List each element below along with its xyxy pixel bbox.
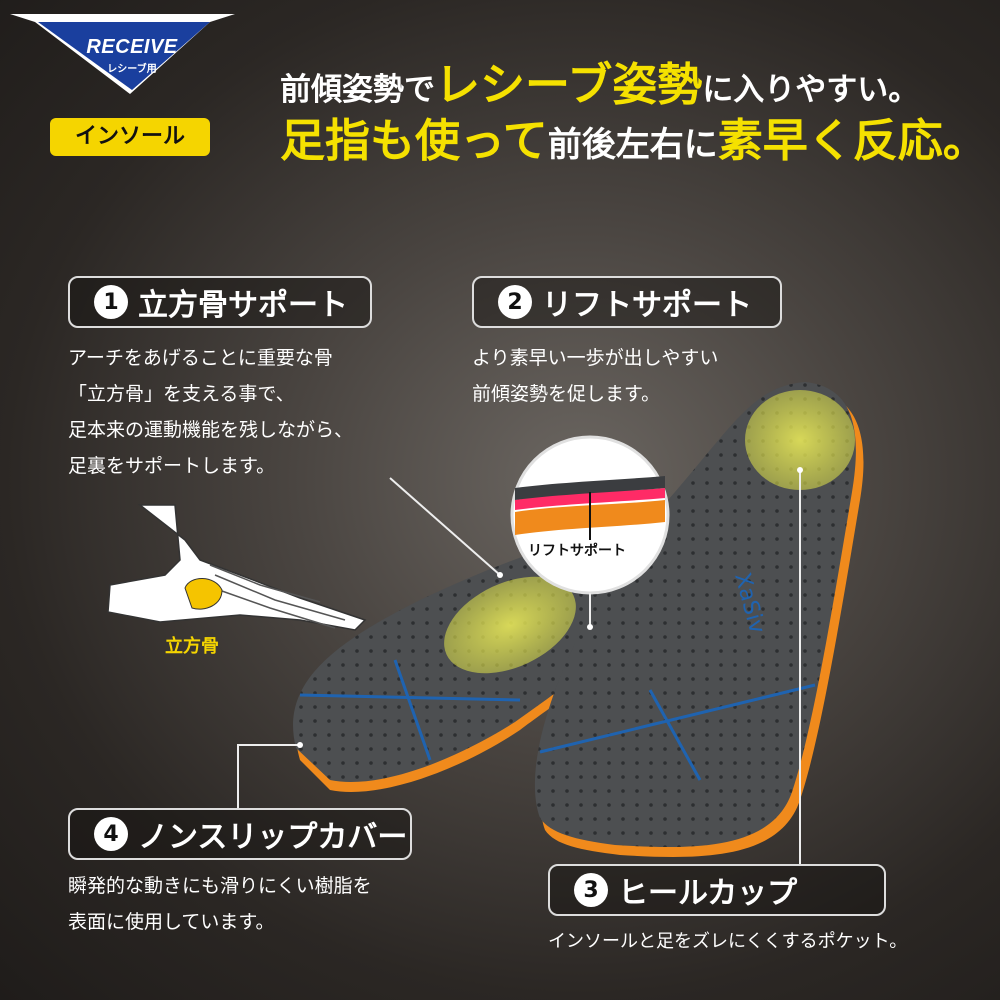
feature-2-desc: より素早い一歩が出しやすい 前傾姿勢を促します。	[472, 347, 719, 405]
feature-4-desc: 瞬発的な動きにも滑りにくい樹脂を 表面に使用しています。	[68, 875, 372, 933]
feature-1-desc: アーチをあげることに重要な骨 「立方骨」を支える事で、 足本来の運動機能を残しな…	[68, 347, 354, 477]
insole-tag: インソール	[50, 118, 210, 156]
feature-2-number: 2	[498, 285, 532, 319]
lift-support-callout	[510, 435, 670, 630]
headline1-part-a: 前傾姿勢で	[280, 72, 435, 108]
foot-skeleton-illustration	[107, 504, 367, 631]
leader-line-1	[389, 477, 501, 576]
headline1-part-c: に入りやすい。	[702, 72, 920, 108]
headline2-part-c: 素早く反応。	[717, 114, 988, 167]
feature-3-title-box: 3 ヒールカップ	[548, 864, 886, 916]
receive-badge	[10, 14, 235, 94]
receive-title: RECEIVE	[86, 36, 178, 58]
right-insole: XaSiv	[534, 382, 864, 857]
headline2-part-b: 前後左右に	[547, 125, 718, 165]
lift-callout-label: リフトサポート	[528, 543, 626, 559]
headline1-part-b: レシーブ姿勢	[435, 58, 703, 111]
feature-1-title: 立方骨サポート	[138, 288, 348, 323]
feature-3-number: 3	[574, 873, 608, 907]
receive-subtitle: レシーブ用	[107, 64, 157, 75]
headline-line1: 前傾姿勢でレシーブ姿勢に入りやすい。	[280, 48, 1000, 113]
feature-2-title: リフトサポート	[542, 288, 752, 323]
headline2-part-a: 足指も使って	[280, 114, 548, 167]
leader-line-4	[237, 744, 300, 810]
feature-3-title: ヒールカップ	[618, 876, 798, 911]
cuboid-label: 立方骨	[165, 636, 219, 657]
feature-4-number: 4	[94, 817, 128, 851]
feature-1-number: 1	[94, 285, 128, 319]
feature-4-title-box: 4 ノンスリップカバー	[68, 808, 412, 860]
feature-4-title: ノンスリップカバー	[138, 820, 408, 855]
feature-2-title-box: 2 リフトサポート	[472, 276, 782, 328]
feature-1-title-box: 1 立方骨サポート	[68, 276, 372, 328]
feature-3-desc: インソールと足をズレにくくするポケット。	[548, 931, 908, 952]
headline-line2: 足指も使って前後左右に素早く反応。	[280, 104, 1000, 169]
